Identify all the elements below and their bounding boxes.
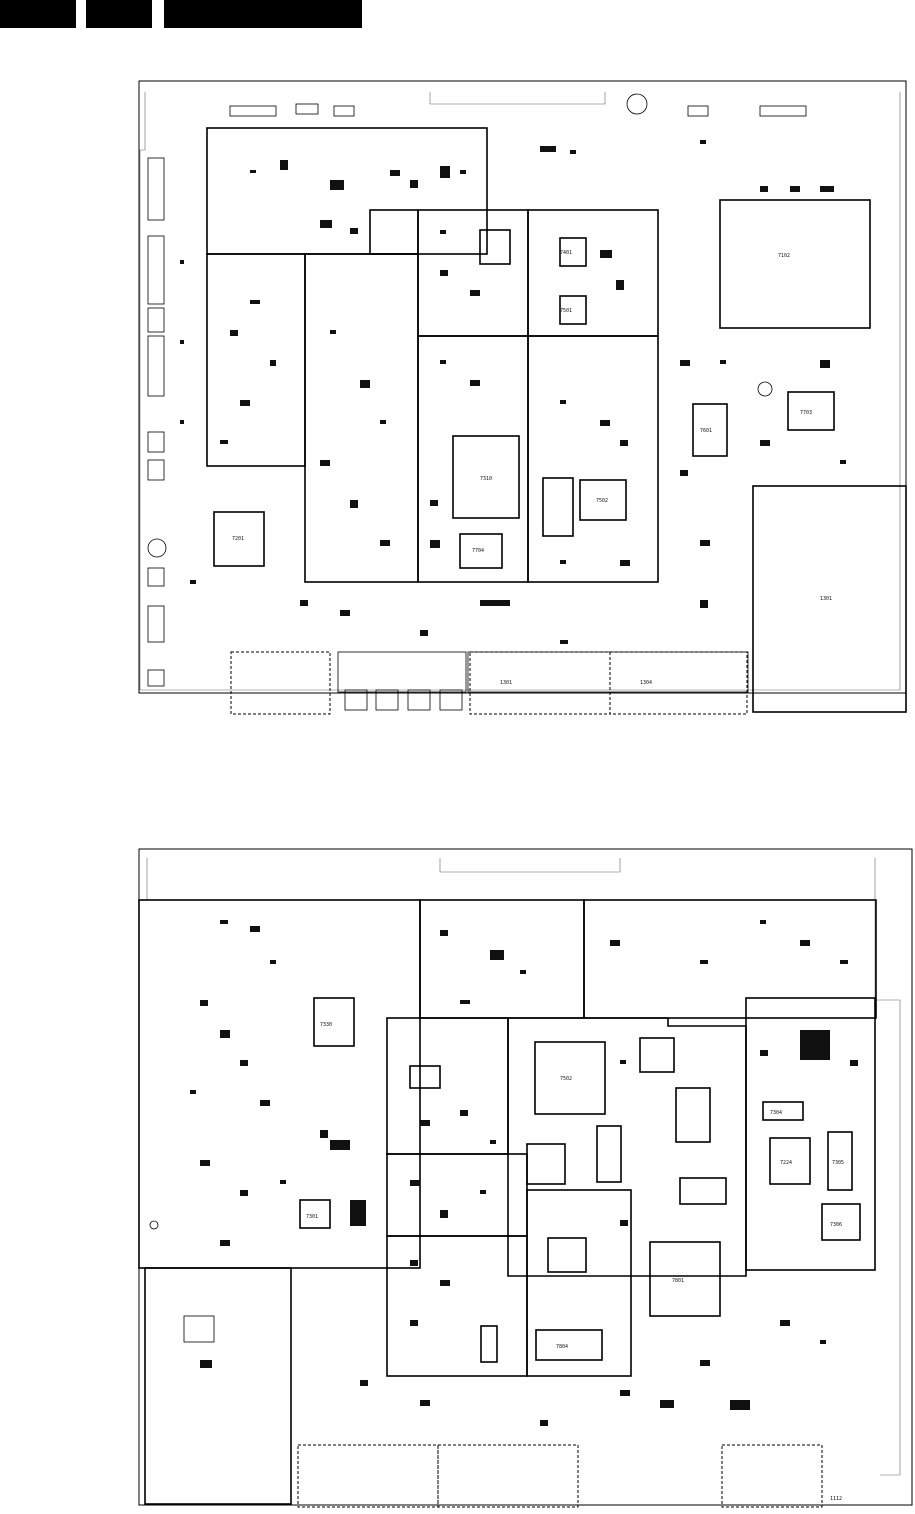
- header-tab-2: [86, 0, 152, 28]
- top-section-left: [206, 253, 306, 467]
- svg-text:7102: 7102: [778, 253, 790, 259]
- svg-text:7501: 7501: [560, 308, 572, 314]
- bottom-section-tuner: [144, 1267, 292, 1505]
- top-section-power: [206, 127, 488, 255]
- bottom-section-right: [745, 997, 876, 1271]
- svg-text:7801: 7801: [672, 1278, 684, 1284]
- svg-text:1301: 1301: [500, 680, 512, 686]
- svg-text:1304: 1304: [640, 680, 652, 686]
- svg-text:7330: 7330: [320, 1022, 332, 1028]
- chip-7330: [313, 997, 355, 1047]
- svg-text:7804: 7804: [556, 1344, 568, 1350]
- chip-7201: [213, 511, 265, 567]
- header-tab-1: [0, 0, 76, 28]
- svg-text:7703: 7703: [800, 410, 812, 416]
- bottom-board-outline: [138, 848, 913, 1506]
- chip-7502: [534, 1041, 606, 1115]
- svg-text:7306: 7306: [830, 1222, 842, 1228]
- svg-text:7304: 7304: [770, 1110, 782, 1116]
- svg-text:1301: 1301: [820, 596, 832, 602]
- svg-text:7301: 7301: [306, 1214, 318, 1220]
- bottom-pcb-layout: 7330 7502 7801 7804 7224 7304 7305 7306 7301 1…: [138, 848, 913, 1508]
- svg-text:7305: 7305: [832, 1160, 844, 1166]
- svg-text:7201: 7201: [232, 536, 244, 542]
- top-section-tuner: [752, 485, 907, 713]
- svg-text:7601: 7601: [700, 428, 712, 434]
- svg-text:7310: 7310: [480, 476, 492, 482]
- svg-text:7502: 7502: [560, 1076, 572, 1082]
- chip-7801: [649, 1241, 721, 1317]
- chip-7102: [719, 199, 871, 329]
- svg-text:7704: 7704: [472, 548, 484, 554]
- top-section-b: [527, 209, 659, 337]
- chip-7310: [452, 435, 520, 519]
- top-section-a: [417, 209, 529, 337]
- header-tab-3: [164, 0, 362, 28]
- chip-7224: [769, 1137, 811, 1185]
- svg-text:7224: 7224: [780, 1160, 792, 1166]
- bottom-section-left: [138, 899, 421, 1269]
- svg-text:7502: 7502: [596, 498, 608, 504]
- top-board-outline: [138, 80, 907, 694]
- top-pcb-layout: 7102 7310 7201 7401 7501 7502 7601 7703 7704 1…: [138, 80, 907, 715]
- chip-7804: [535, 1329, 603, 1361]
- svg-text:1112: 1112: [830, 1496, 842, 1502]
- svg-text:7401: 7401: [560, 250, 572, 256]
